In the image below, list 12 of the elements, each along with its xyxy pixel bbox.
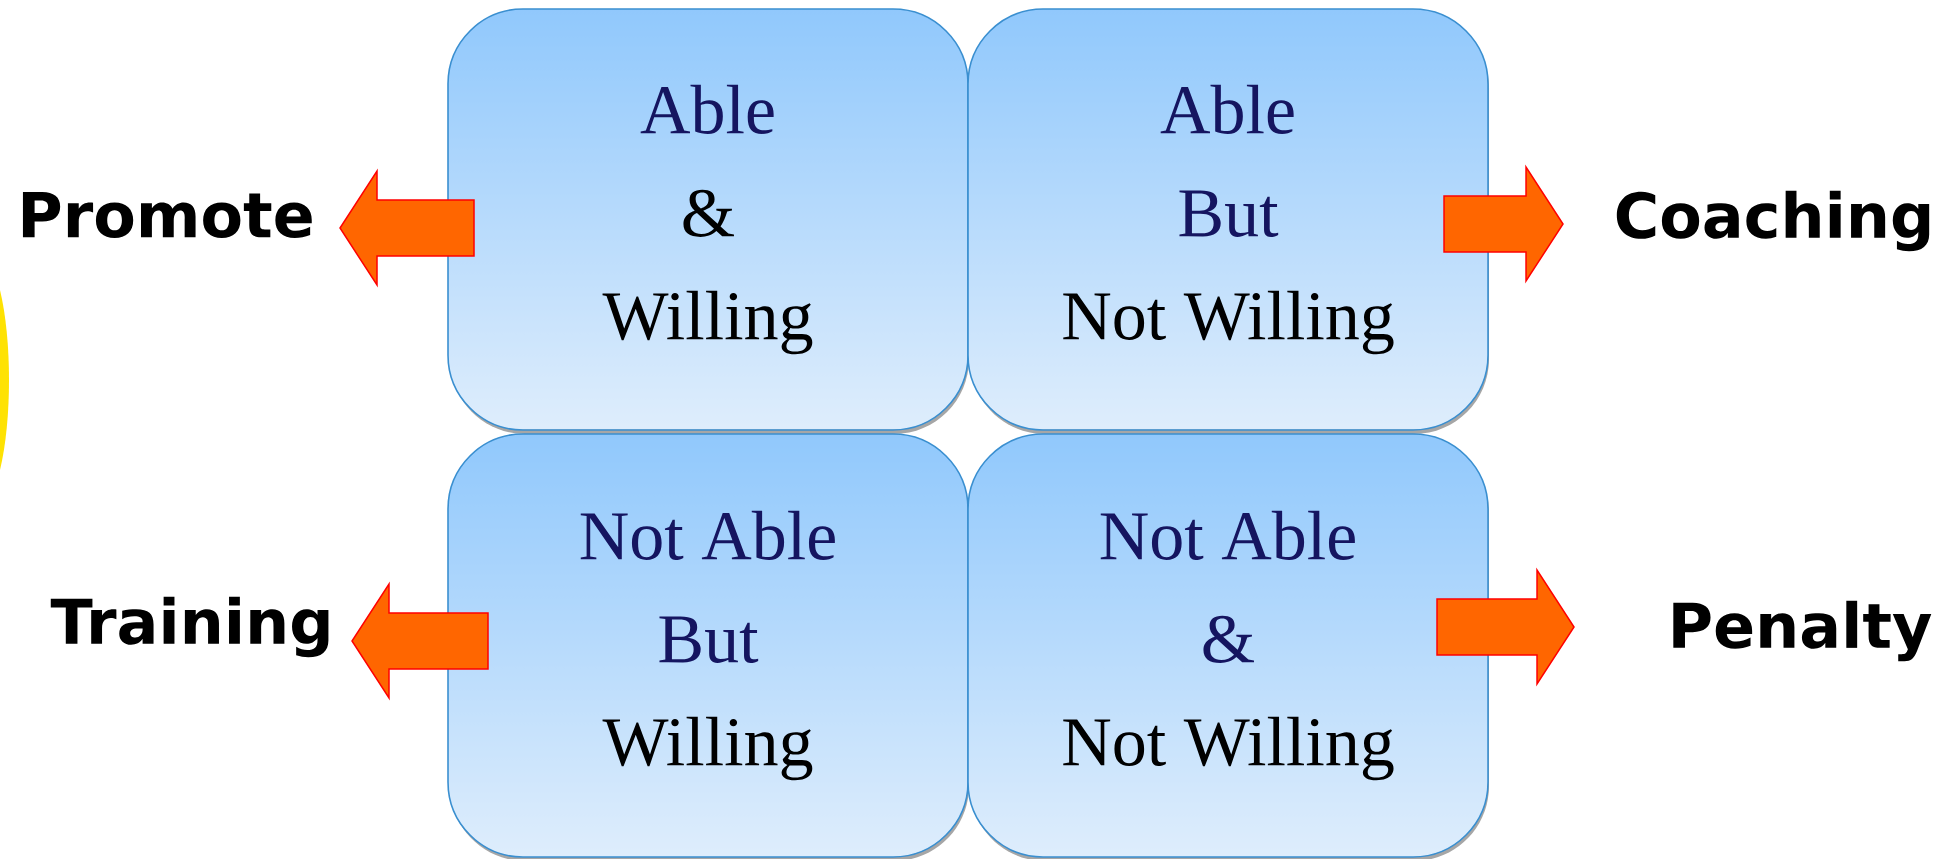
block-arrow (1443, 164, 1564, 284)
action-label: Coaching (1616, 190, 1930, 252)
action-label: Training (50, 596, 329, 658)
quadrant-box: Not Able But Willing (447, 433, 969, 859)
quadrant-box: Able But Not Willing (967, 8, 1489, 434)
block-arrow (1436, 567, 1575, 687)
block-arrow (339, 168, 475, 288)
quadrant-box: Able & Willing (447, 8, 969, 434)
block-arrow (351, 581, 489, 701)
action-label: Promote (22, 191, 312, 239)
action-label: Penalty (1673, 600, 1932, 662)
quadrant-box: Not Able & Not Willing (967, 433, 1489, 859)
